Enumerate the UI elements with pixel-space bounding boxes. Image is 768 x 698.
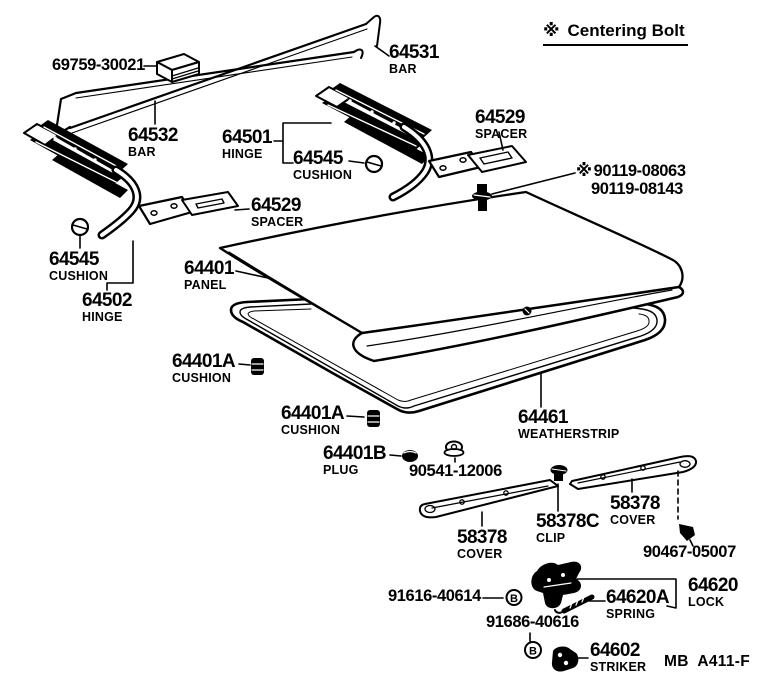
- label-90467-05007: 90467-05007: [643, 543, 736, 561]
- label-69759-30021: 69759-30021: [52, 56, 145, 74]
- model-code: MB A411-F: [664, 653, 750, 670]
- torsion-bars: [55, 14, 382, 135]
- plug-64401b: [402, 450, 418, 462]
- cover-right: [569, 455, 698, 490]
- spring-64620a: [554, 594, 595, 614]
- clip-58378c: [550, 465, 568, 481]
- reference-mark-icon: ※: [543, 21, 560, 40]
- spacer-left: [181, 191, 239, 216]
- bolt-marker-letter-2: B: [529, 646, 537, 658]
- cushion-right: [364, 154, 384, 174]
- pin-90467: [679, 524, 695, 547]
- nut-90541: [443, 440, 465, 457]
- label-90119-08143: 90119-08143: [591, 180, 683, 198]
- right-hinge-assembly: [315, 83, 483, 202]
- stopper-box: [156, 53, 200, 83]
- weatherstrip-ring: [229, 297, 667, 414]
- bolt-marker-icon: [505, 589, 542, 659]
- cover-left: [418, 479, 559, 519]
- spacer-right: [467, 145, 527, 173]
- centering-bolt-note: ※ Centering Bolt: [543, 21, 688, 46]
- trunk-panel: [218, 190, 685, 363]
- cushion-64401a-upper: [251, 358, 264, 375]
- centering-bolt: [472, 184, 492, 211]
- centering-bolt-note-text: Centering Bolt: [567, 21, 685, 40]
- cushion-left: [70, 217, 90, 237]
- cushion-64401a-lower: [367, 410, 380, 427]
- striker-64602: [551, 646, 579, 672]
- label-90541-12006: 90541-12006: [409, 462, 502, 480]
- leader-lines: [79, 45, 679, 659]
- label-91616-40614: 91616-40614: [388, 587, 481, 605]
- label-90119-08063: ※90119-08063: [576, 162, 686, 180]
- label-91686-40616: 91686-40616: [486, 613, 579, 631]
- bolt-marker-letter-1: B: [510, 593, 518, 605]
- lock-64620: [531, 561, 582, 609]
